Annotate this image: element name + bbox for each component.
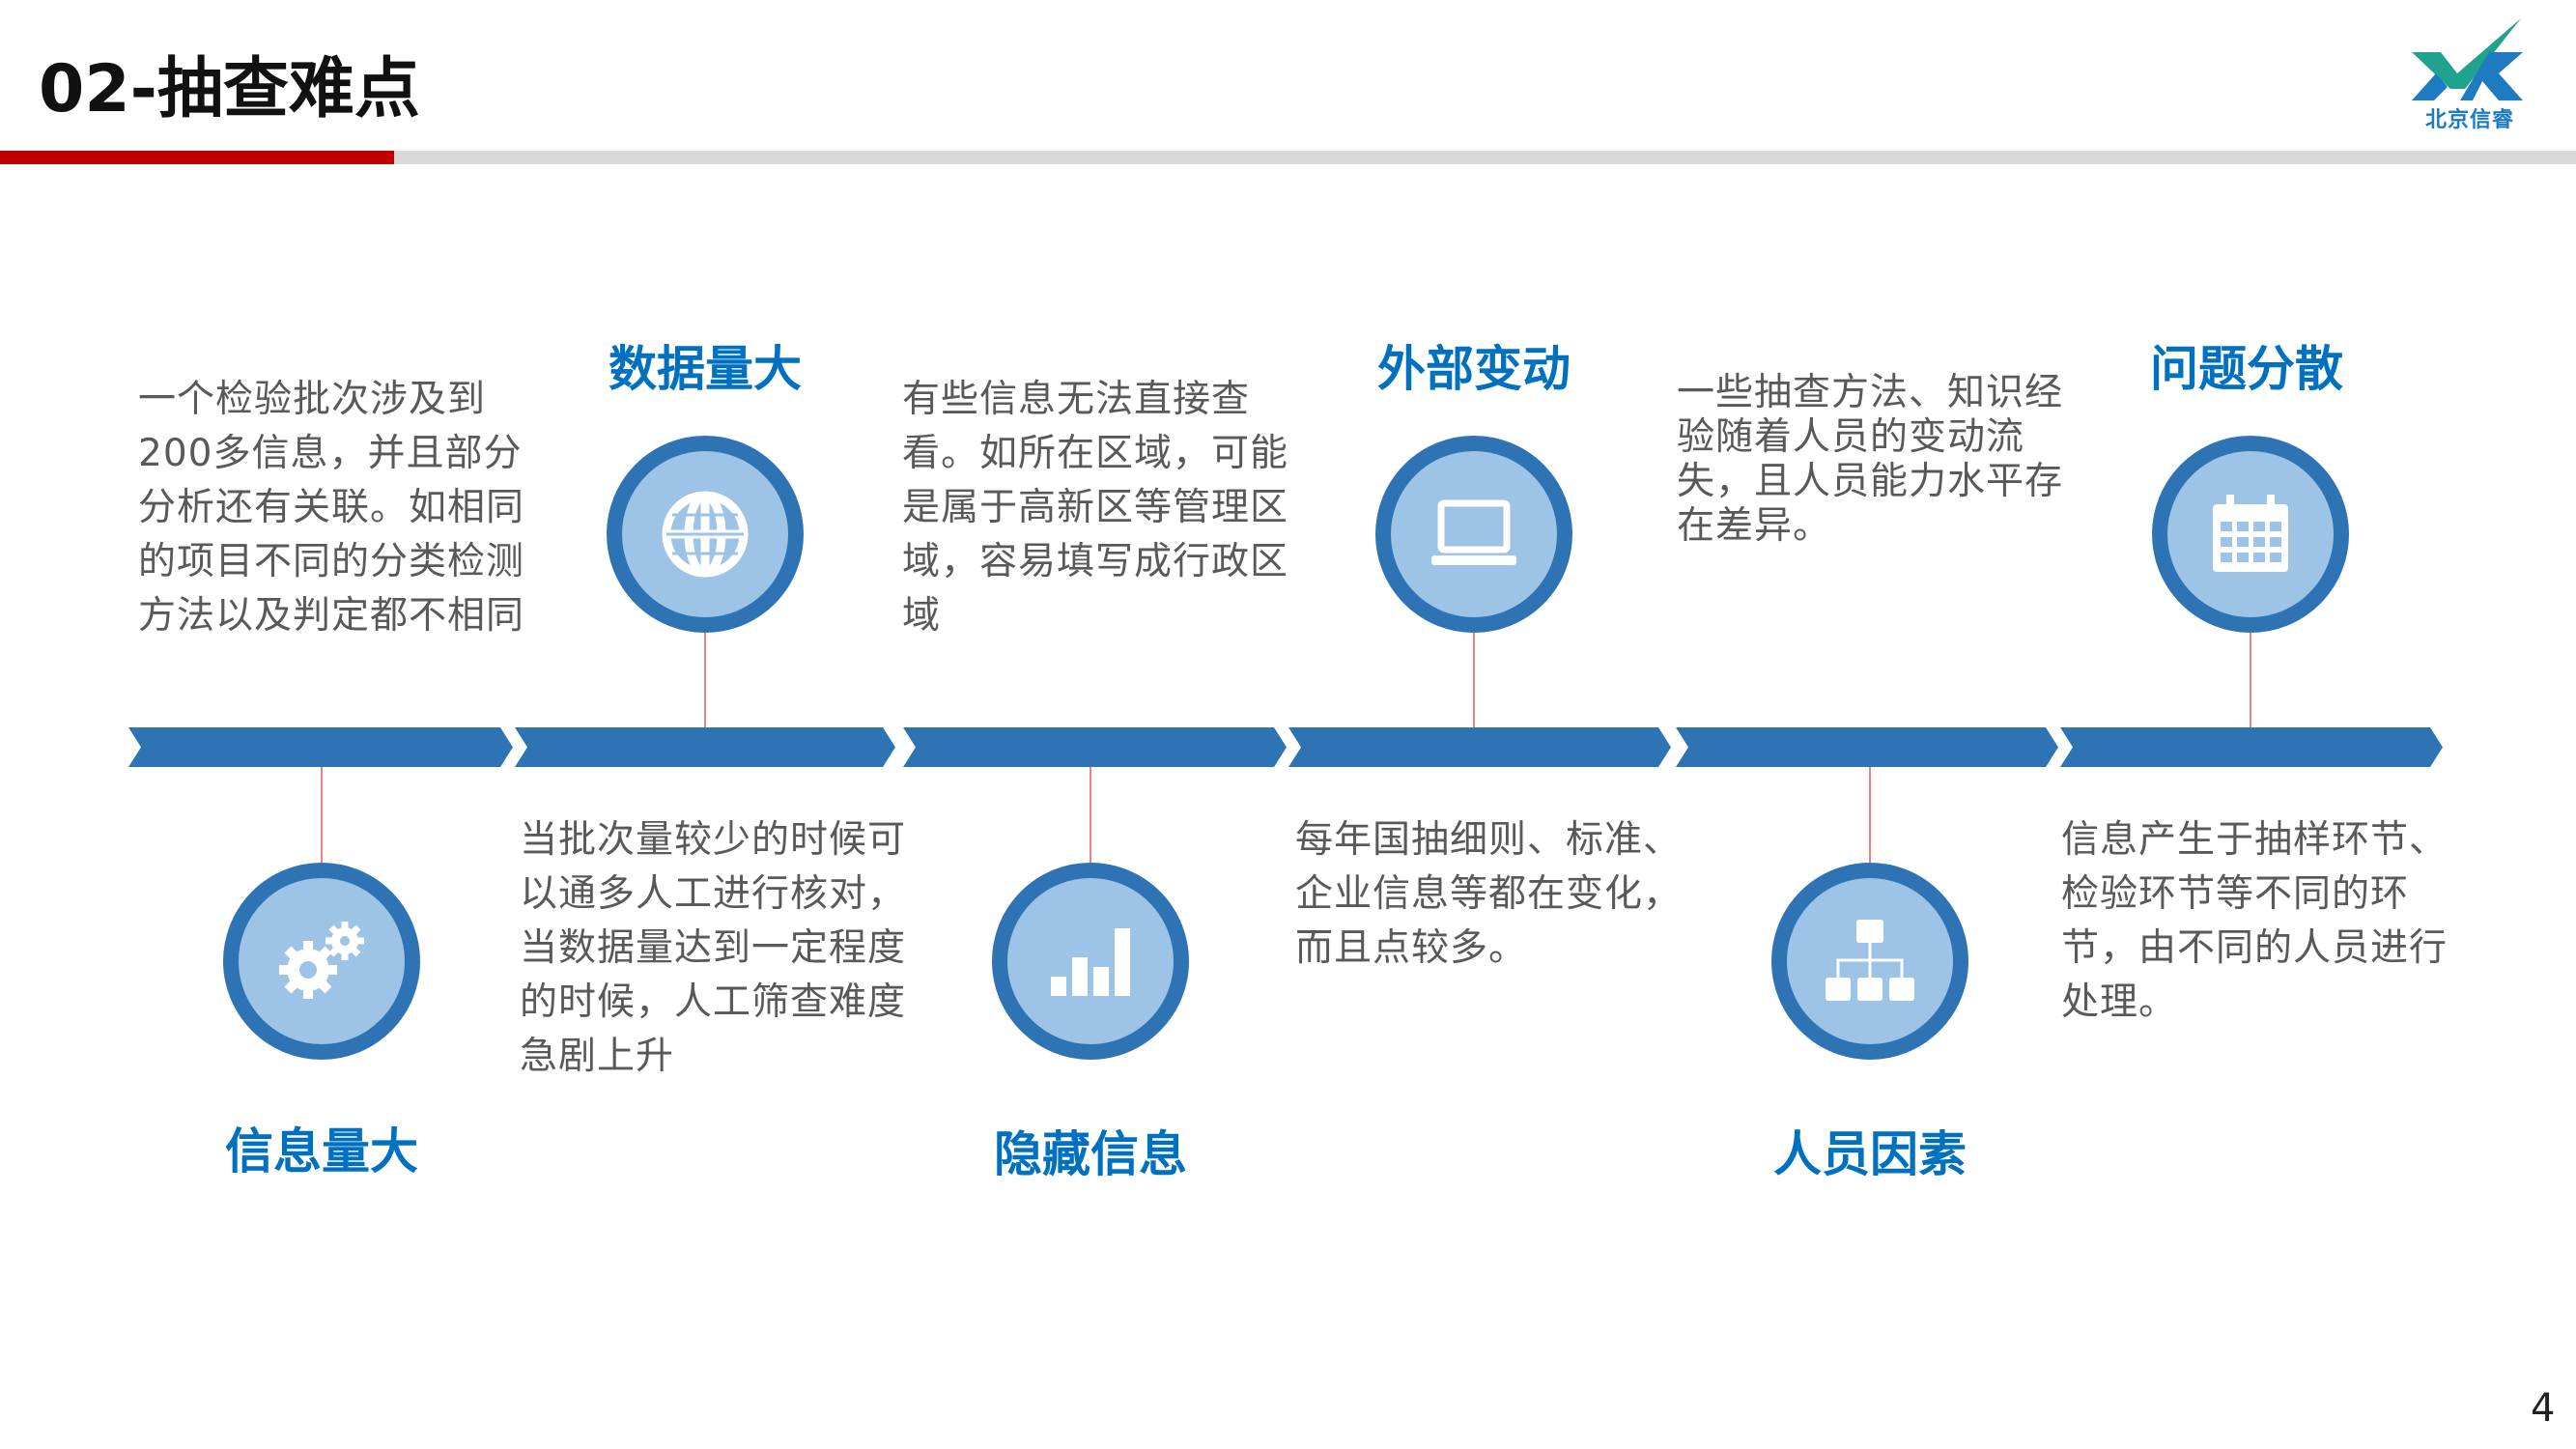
heading-hidden-info: 隐藏信息 (994, 1126, 1187, 1182)
connector-line (321, 767, 323, 863)
description-personnel-factor: 一些抽查方法、知识经验随着人员的变动流失，且人员能力水平存在差异。 (1677, 371, 2064, 548)
description-external-change: 每年国抽细则、标准、企业信息等都在变化，而且点较多。 (1295, 818, 1683, 970)
connector-line (1473, 633, 1475, 727)
page-number: 4 (2531, 1386, 2556, 1431)
gears-icon (279, 922, 364, 999)
description-data-volume: 当批次量较少的时候可以通多人工进行核对，当数据量达到一定程度的时候，人工筛查难度… (520, 818, 907, 1078)
heading-info-volume: 信息量大 (225, 1123, 418, 1179)
laptop-icon (1431, 499, 1516, 565)
title-accent-bar (0, 151, 394, 164)
connector-line (704, 633, 706, 727)
org-chart-circle (1771, 863, 1968, 1060)
description-hidden-info: 有些信息无法直接查看。如所在区域，可能是属于高新区等管理区域，容易填写成行政区域 (902, 378, 1289, 638)
calendar-icon (2213, 495, 2288, 572)
heading-external-change: 外部变动 (1377, 341, 1571, 397)
calendar-circle (2152, 436, 2349, 633)
timeline-segment-2 (515, 727, 895, 767)
timeline-segment-3 (903, 727, 1287, 767)
heading-scattered-issues: 问题分散 (2150, 341, 2343, 397)
bar-chart-icon (1051, 928, 1130, 996)
connector-line (1090, 767, 1091, 863)
heading-personnel-factor: 人员因素 (1773, 1126, 1967, 1182)
globe-circle (607, 436, 804, 633)
org-chart-icon (1826, 920, 1914, 1001)
timeline-segment-4 (1288, 727, 1671, 767)
heading-data-volume: 数据量大 (609, 341, 802, 397)
page-title: 02-抽查难点 (39, 51, 420, 128)
timeline-segment-6 (2060, 727, 2443, 767)
bar-chart-circle (992, 863, 1189, 1060)
laptop-circle (1375, 436, 1572, 633)
logo-text: 北京信睿 (2424, 108, 2514, 132)
gears-circle (223, 863, 420, 1060)
company-logo: 北京信睿 (2407, 14, 2533, 134)
timeline-arrow-bar (128, 727, 2443, 767)
description-scattered-issues: 信息产生于抽样环节、检验环节等不同的环节，由不同的人员进行处理。 (2061, 818, 2449, 1024)
description-info-volume: 一个检验批次涉及到200多信息，并且部分分析还有关联。如相同的项目不同的分类检测… (138, 378, 525, 638)
timeline-segment-1 (128, 727, 513, 767)
title-divider (394, 151, 2576, 164)
timeline-segment-5 (1676, 727, 2058, 767)
connector-line (1869, 767, 1871, 863)
connector-line (2250, 633, 2251, 727)
globe-icon (662, 491, 749, 578)
